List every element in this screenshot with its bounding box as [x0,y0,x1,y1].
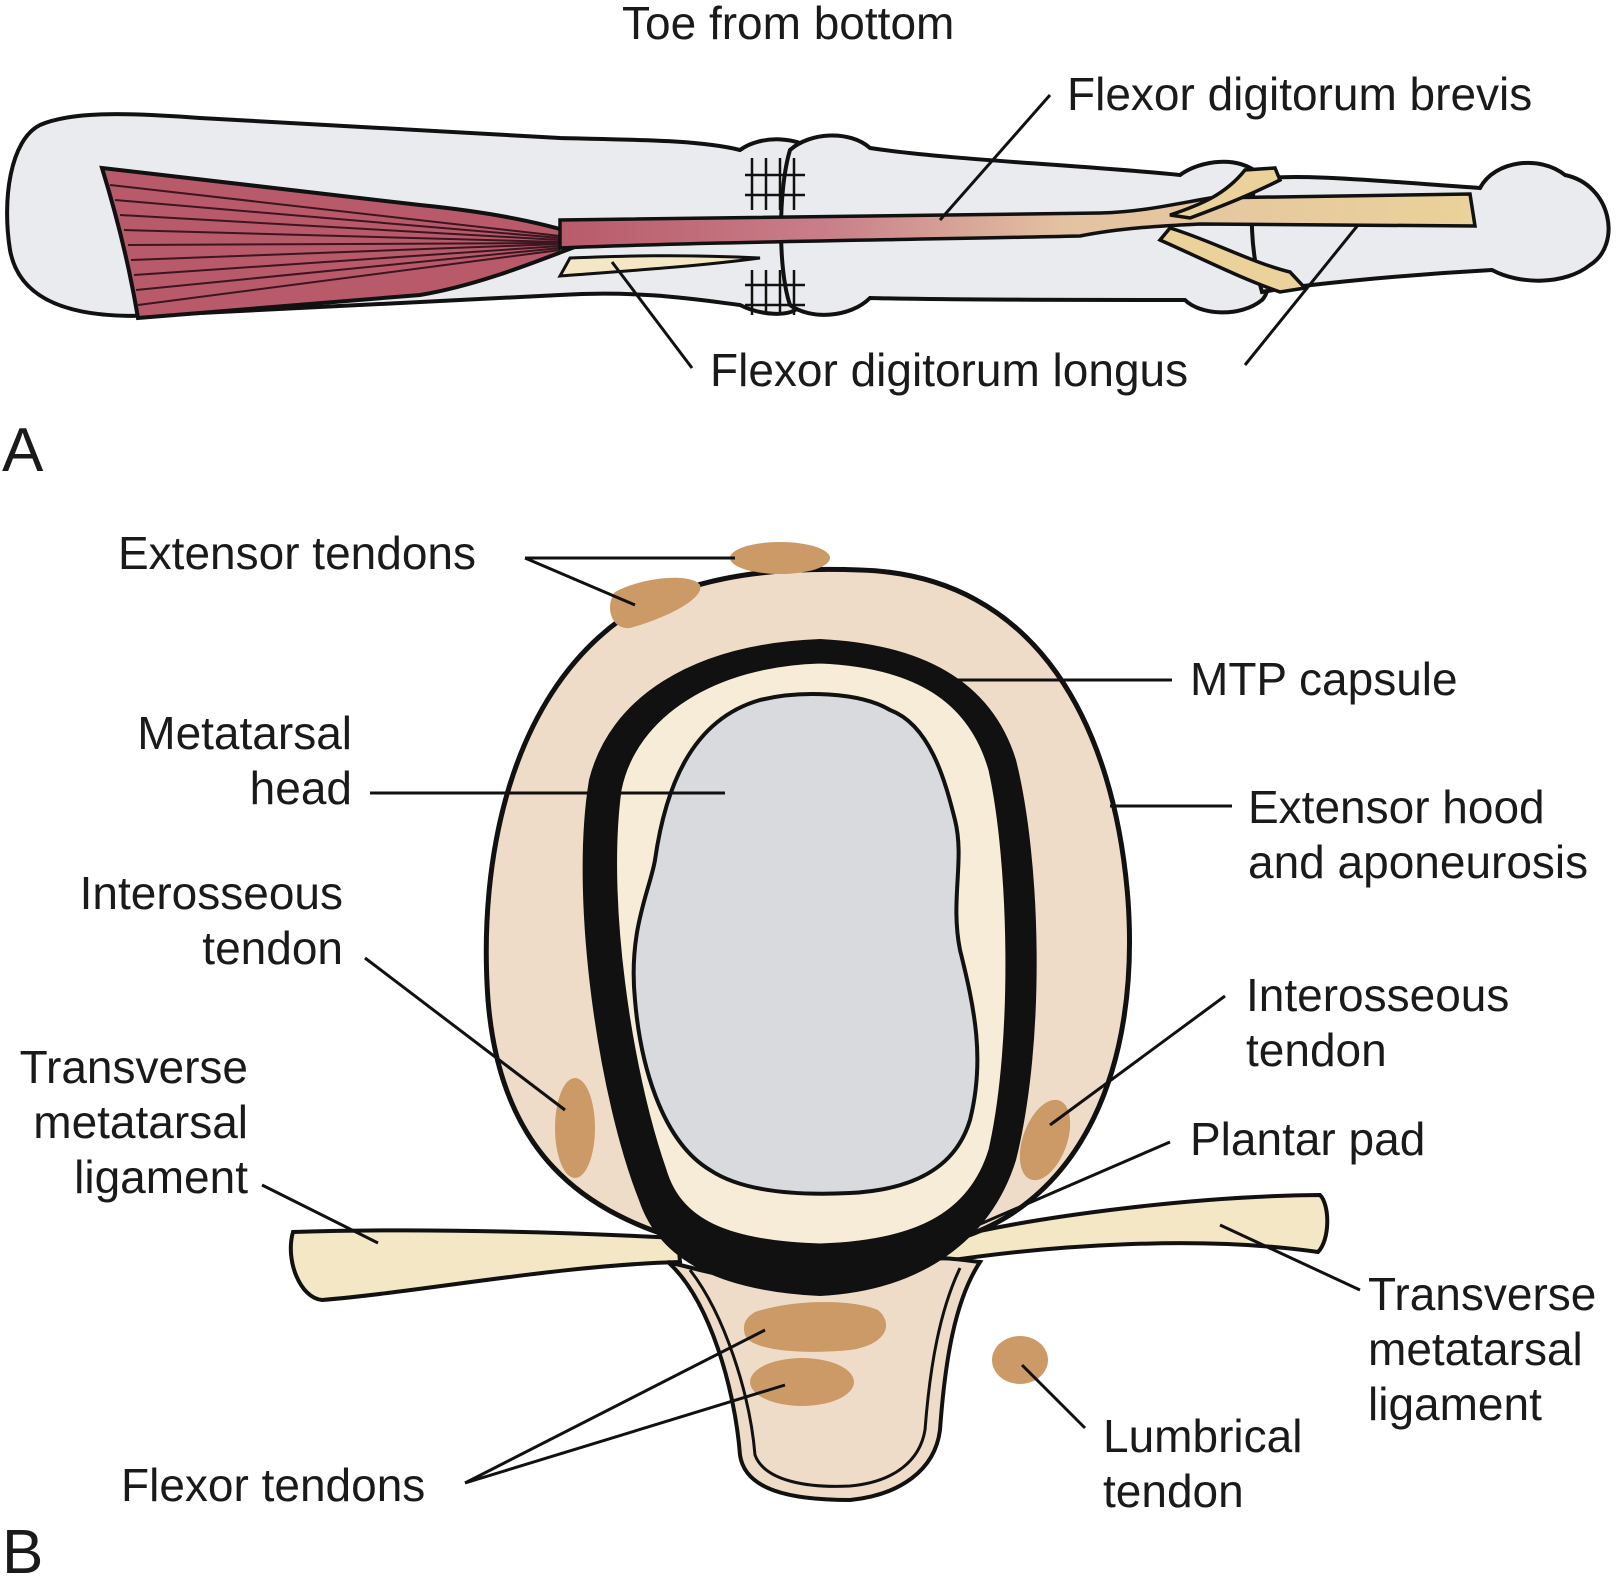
fdb-slip-lower [1157,225,1309,294]
transverse-ligament-left [288,1228,683,1303]
muscle-belly [99,165,582,321]
leader-fdl-left [610,261,694,369]
fdl-lower-strand [557,254,761,278]
label-tml-right-line1: Transverse [1368,1268,1597,1320]
label-mtp-capsule: MTP capsule [1190,653,1458,705]
label-extensor-hood-line1: Extensor hood [1248,781,1545,833]
flexor-tendon-lower [750,1358,854,1406]
joint-capsule-hatching [745,158,805,315]
label-flexor-tendons: Flexor tendons [121,1459,426,1511]
fdl-tendon [558,192,1478,250]
label-lumbrical-line1: Lumbrical [1103,1410,1303,1462]
label-flexor-digitorum-brevis: Flexor digitorum brevis [1067,68,1533,120]
leader-interosseous-right [1049,994,1226,1127]
label-tml-left-line2: metatarsal [33,1096,248,1148]
label-interosseous-right-line2: tendon [1246,1024,1387,1076]
leader-extensor-tendons [524,556,735,607]
label-interosseous-right-line1: Interosseous [1246,969,1510,1021]
interosseous-tendon-left [555,1078,595,1178]
lumbrical-tendon [992,1336,1048,1384]
fdb-slip-upper [1169,166,1283,220]
leader-tml-right [1219,1223,1361,1292]
label-interosseous-left-line2: tendon [202,922,343,974]
label-flexor-digitorum-longus: Flexor digitorum longus [710,344,1189,396]
label-metatarsal-head-line2: head [249,762,352,814]
leader-tml-left [261,1183,379,1245]
leader-interosseous-left [364,956,566,1112]
label-plantar-pad: Plantar pad [1190,1113,1426,1165]
transverse-ligament-right [938,1192,1330,1265]
label-tml-left-line1: Transverse [19,1041,248,1093]
label-tml-right-line2: metatarsal [1368,1323,1583,1375]
panel-letter-b: B [2,1518,44,1587]
metatarsal-head [631,692,980,1196]
panel-letter-a: A [2,416,44,485]
flexor-tendon-upper [743,1301,887,1352]
title-toe-from-bottom: Toe from bottom [622,0,955,49]
label-extensor-tendons: Extensor tendons [118,527,477,579]
label-lumbrical-line2: tendon [1103,1465,1244,1517]
label-tml-left-line3: ligament [74,1151,248,1203]
muscle-fibers [109,184,561,306]
leader-fdl-right [1243,224,1360,366]
label-interosseous-left-line1: Interosseous [79,867,343,919]
plantar-pad-inner [688,1267,962,1488]
leader-plantar-pad [977,1140,1171,1227]
leader-flexor-tendons [464,1328,786,1485]
leader-fdb [938,94,1052,221]
extensor-tendon-top [730,542,830,574]
panel-a-leader-lines [610,94,1360,369]
toe-illustration [5,112,1611,321]
label-extensor-hood-line2: and aponeurosis [1248,836,1589,888]
extensor-tendon-left [610,577,701,629]
leader-lumbrical [1020,1363,1087,1430]
label-metatarsal-head-line1: Metatarsal [137,707,352,759]
mtp-cross-section [288,542,1330,1503]
label-tml-right-line3: ligament [1368,1378,1542,1430]
panel-b-leader-lines [261,556,1361,1485]
distal-bone [1249,161,1611,295]
